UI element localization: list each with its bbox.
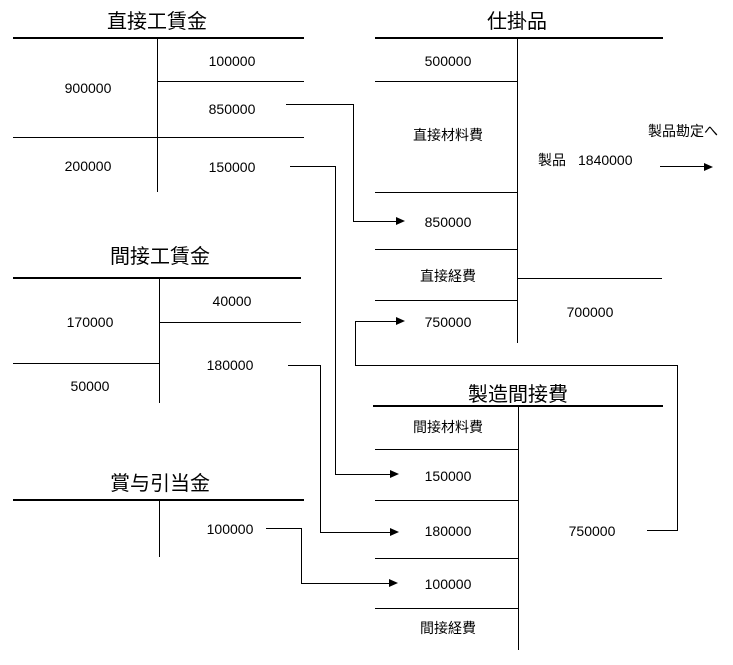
connector-750000-h2 [355, 365, 678, 366]
arrowhead-right-icon [704, 163, 713, 171]
arrowhead-right-icon [389, 579, 398, 587]
work-in-process-debit-entry: 500000 [424, 53, 472, 69]
direct-wages-debit-entry: 200000 [64, 158, 112, 174]
account-title-direct-wages: 直接工賃金 [107, 11, 207, 33]
bonus-allowance-credit-entry: 100000 [206, 521, 254, 537]
work-in-process-credit-entry: 700000 [566, 304, 614, 320]
indirect-wages-debit-rule [13, 363, 160, 364]
connector-100000-v [301, 528, 302, 583]
manufacturing-overhead-debit-entry: 間接材料費 [413, 419, 483, 435]
product-amount: 1840000 [578, 152, 633, 168]
work-in-process-divider [517, 38, 518, 343]
work-in-process-credit-rule [518, 278, 662, 279]
connector-180000-h [288, 365, 320, 366]
work-in-process-top-rule [375, 37, 663, 39]
manufacturing-overhead-credit-entry: 750000 [568, 523, 616, 539]
bonus-allowance-divider [159, 500, 160, 557]
bonus-allowance-top-rule [13, 499, 304, 501]
product-label: 製品 [538, 152, 566, 168]
direct-wages-credit-entry: 150000 [208, 159, 256, 175]
product-arrow-shaft [660, 166, 705, 167]
work-in-process-debit-entry: 850000 [424, 214, 472, 230]
work-in-process-debit-rule [375, 249, 518, 250]
manufacturing-overhead-debit-rule [375, 500, 518, 501]
work-in-process-debit-rule [375, 192, 518, 193]
arrowhead-right-icon [390, 470, 399, 478]
work-in-process-product-row: 製品 1840000 [538, 152, 633, 169]
connector-150000-v [335, 166, 336, 474]
manufacturing-overhead-debit-entry: 100000 [424, 576, 472, 592]
work-in-process-debit-rule [375, 300, 518, 301]
manufacturing-overhead-debit-rule [375, 608, 518, 609]
work-in-process-debit-entry: 750000 [424, 314, 472, 330]
indirect-wages-debit-entry: 50000 [70, 378, 110, 394]
connector-850000-h [286, 104, 353, 105]
work-in-process-debit-entry: 直接経費 [420, 268, 476, 284]
connector-850000-v [353, 104, 354, 221]
direct-wages-credit-entry: 100000 [208, 53, 256, 69]
indirect-wages-debit-entry: 170000 [66, 314, 114, 330]
manufacturing-overhead-debit-rule [375, 558, 518, 559]
indirect-wages-divider [159, 278, 160, 403]
connector-850000-arrow-shaft [353, 221, 396, 222]
arrowhead-right-icon [396, 217, 405, 225]
to-product-account-note: 製品勘定へ [648, 123, 718, 139]
connector-100000-h [266, 528, 301, 529]
connector-750000-v1 [677, 366, 678, 531]
arrowhead-right-icon [396, 317, 405, 325]
direct-wages-credit-entry: 850000 [208, 101, 256, 117]
account-title-manufacturing-overhead: 製造間接費 [468, 384, 568, 406]
indirect-wages-top-rule [13, 277, 301, 279]
indirect-wages-credit-rule [159, 322, 301, 323]
account-title-bonus-allowance: 賞与引当金 [110, 473, 210, 495]
direct-wages-credit-rule [157, 81, 304, 82]
manufacturing-overhead-divider [518, 406, 519, 650]
indirect-wages-credit-entry: 180000 [206, 357, 254, 373]
manufacturing-overhead-debit-entry: 180000 [424, 523, 472, 539]
connector-750000-v2 [355, 322, 356, 366]
connector-750000-arrow-shaft [355, 321, 396, 322]
arrowhead-right-icon [390, 528, 399, 536]
manufacturing-overhead-debit-rule [375, 449, 518, 450]
direct-wages-top-rule [13, 37, 304, 39]
account-title-work-in-process: 仕掛品 [487, 11, 547, 33]
direct-wages-debit-entry: 900000 [64, 80, 112, 96]
connector-150000-h [290, 166, 335, 167]
connector-150000-arrow-shaft [335, 474, 390, 475]
connector-100000-arrow-shaft [301, 583, 389, 584]
indirect-wages-credit-entry: 40000 [212, 293, 252, 309]
work-in-process-debit-entry: 直接材料費 [413, 127, 483, 143]
connector-180000-v [320, 365, 321, 532]
manufacturing-overhead-debit-entry: 間接経費 [420, 620, 476, 636]
direct-wages-middle-rule [13, 137, 304, 138]
manufacturing-overhead-debit-entry: 150000 [424, 468, 472, 484]
account-title-indirect-wages: 間接工賃金 [110, 246, 210, 268]
connector-750000-h1 [647, 530, 678, 531]
connector-180000-arrow-shaft [320, 532, 390, 533]
direct-wages-divider [157, 38, 158, 192]
work-in-process-debit-rule [375, 81, 518, 82]
